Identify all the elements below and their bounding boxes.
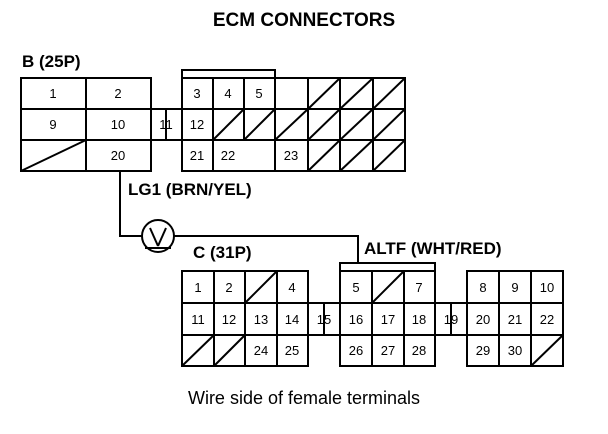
pin-c-10: 10: [540, 280, 554, 295]
wire-lg1: [119, 171, 142, 237]
pin-b-1: 1: [49, 86, 56, 101]
pin-b-23: 23: [284, 148, 298, 163]
pin-c-1: 1: [194, 280, 201, 295]
pin-c-27: 27: [381, 343, 395, 358]
pin-c-17: 17: [381, 312, 395, 327]
pin-c-26: 26: [349, 343, 363, 358]
pin-c-2: 2: [225, 280, 232, 295]
pin-c-18: 18: [412, 312, 426, 327]
pin-c-22: 22: [540, 312, 554, 327]
pin-b-20: 20: [111, 148, 125, 163]
wire-altf-label: ALTF (WHT/RED): [364, 239, 502, 258]
pin-b-9: 9: [49, 117, 56, 132]
diagram-title: ECM CONNECTORS: [212, 10, 396, 31]
pin-c-29: 29: [476, 343, 490, 358]
pin-b-2: 2: [114, 86, 121, 101]
pin-c-28: 28: [412, 343, 426, 358]
pin-c-20: 20: [476, 312, 490, 327]
pin-b-3: 3: [193, 86, 200, 101]
connector-c-label: C (31P): [193, 243, 252, 262]
ground-icon: [141, 219, 175, 253]
pin-b-11: 11: [159, 117, 173, 132]
pin-c-13: 13: [254, 312, 268, 327]
connector-b-label: B (25P): [22, 52, 81, 71]
pin-c-19: 19: [444, 312, 458, 327]
pin-c-7: 7: [415, 280, 422, 295]
pin-b-22: 22: [221, 148, 235, 163]
connector-c: [181, 262, 564, 367]
pin-c-25: 25: [285, 343, 299, 358]
pin-c-14: 14: [285, 312, 299, 327]
wire-lg1-label: LG1 (BRN/YEL): [128, 180, 252, 199]
pin-b-10: 10: [111, 117, 125, 132]
pin-c-16: 16: [349, 312, 363, 327]
diagram-caption: Wire side of female terminals: [187, 388, 421, 408]
pin-c-30: 30: [508, 343, 522, 358]
pin-b-21: 21: [190, 148, 204, 163]
connector-b: [20, 69, 406, 172]
pin-c-12: 12: [222, 312, 236, 327]
pin-c-24: 24: [254, 343, 268, 358]
pin-c-5: 5: [352, 280, 359, 295]
pin-c-11: 11: [191, 312, 205, 327]
pin-c-15: 15: [317, 312, 331, 327]
wire-altf: [174, 235, 359, 263]
pin-c-4: 4: [288, 280, 295, 295]
pin-b-12: 12: [190, 117, 204, 132]
pin-c-8: 8: [479, 280, 486, 295]
pin-c-21: 21: [508, 312, 522, 327]
pin-c-9: 9: [511, 280, 518, 295]
pin-b-4: 4: [224, 86, 231, 101]
pin-b-5: 5: [255, 86, 262, 101]
